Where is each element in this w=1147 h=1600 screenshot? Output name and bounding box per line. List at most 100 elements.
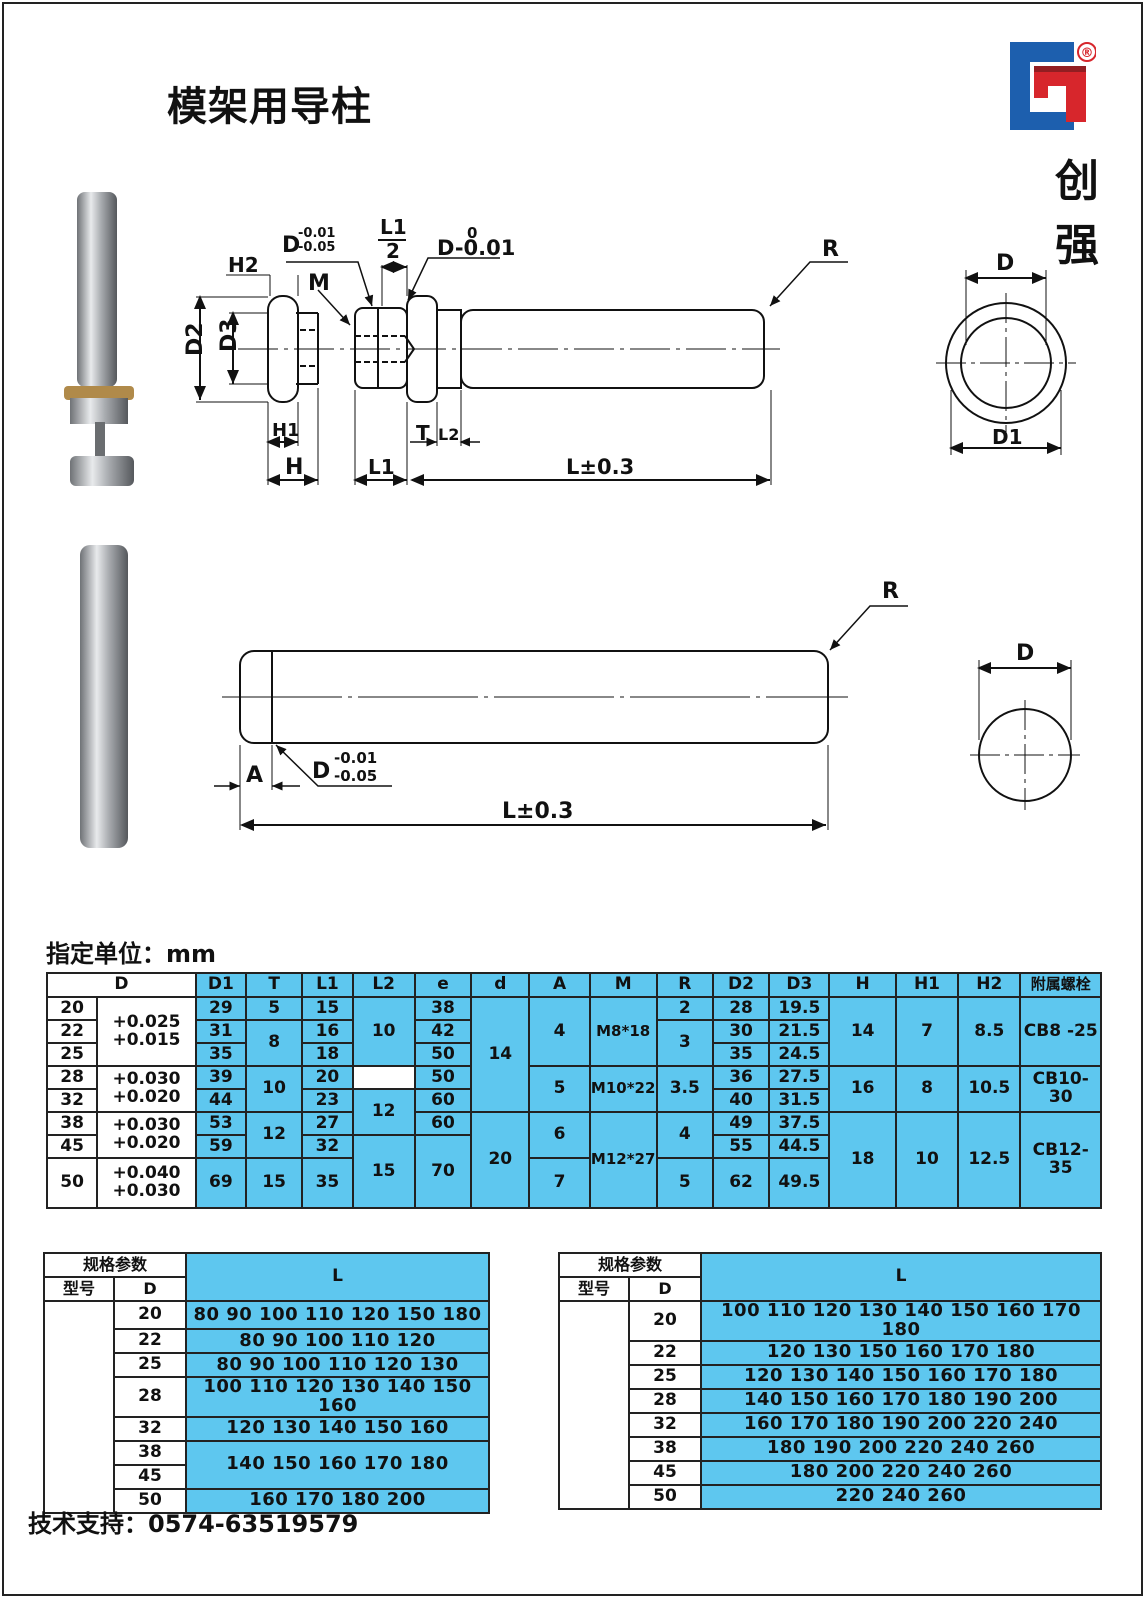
cell-e: 50 — [413, 1065, 473, 1090]
label-d-tol-2-top: -0.01 — [334, 749, 377, 767]
page-title: 模架用导柱 — [167, 84, 372, 130]
cell-e: 42 — [413, 1019, 473, 1044]
cell-h2: 10.5 — [957, 1065, 1022, 1113]
table-row: 20 80 90 100 110 120 150 180 — [43, 1300, 490, 1514]
brand-char-2: 强 — [1055, 220, 1099, 271]
spec-l: 80 90 100 110 120 150 180 — [185, 1300, 490, 1330]
cell-l1: 35 — [301, 1157, 354, 1209]
spec-l: 180 190 200 220 240 260 — [700, 1435, 1102, 1462]
cell-d3: 19.5 — [768, 996, 831, 1021]
col-header-t: T — [244, 972, 304, 998]
spec-d: 45 — [628, 1459, 702, 1486]
spec-col-l: L — [700, 1252, 1102, 1302]
spec-model-cell — [43, 1300, 115, 1514]
label-r-1: R — [822, 237, 839, 262]
cell-d-tol: +0.030+0.020 — [96, 1065, 197, 1113]
cell-h1: 10 — [894, 1111, 960, 1209]
table-row: 20 100 110 120 130 140 150 160 170 180 — [558, 1300, 1102, 1510]
spec-model: 型号 — [558, 1276, 630, 1302]
spec-d: 32 — [628, 1411, 702, 1438]
cell-d3: 49.5 — [768, 1157, 831, 1209]
cell-e: 50 — [413, 1042, 473, 1067]
cell-d3: 44.5 — [768, 1134, 831, 1159]
cell-e: 60 — [413, 1088, 473, 1113]
spec-l: 140 150 160 170 180 — [185, 1439, 490, 1490]
cell-d: 22 — [45, 1019, 99, 1044]
label-d-tol-bottom: -0.05 — [298, 240, 335, 255]
cell-m: M12*27 — [588, 1111, 658, 1209]
cell-d: 32 — [45, 1088, 99, 1113]
col-header-r: R — [655, 972, 714, 998]
col-header-e: e — [413, 972, 473, 998]
cell-d-tol: +0.030+0.020 — [96, 1111, 197, 1159]
cell-h: 14 — [828, 996, 897, 1067]
cell-d3: 31.5 — [768, 1088, 831, 1113]
spec-d: 25 — [628, 1363, 702, 1390]
cell-l1: 18 — [301, 1042, 354, 1067]
spec-d: 28 — [628, 1387, 702, 1414]
cell-t: 15 — [244, 1157, 304, 1209]
spec-l: 120 130 150 160 170 180 — [700, 1339, 1102, 1366]
cell-d1: 39 — [194, 1065, 248, 1090]
cell-d: 50 — [45, 1157, 99, 1209]
table-header-row: D D1 T L1 L2 e d A M R D2 D3 H H1 H2 附属螺… — [46, 972, 1102, 998]
cell-h: 16 — [828, 1065, 897, 1113]
cell-d2: 55 — [711, 1134, 771, 1159]
spec-l: 80 90 100 110 120 130 — [185, 1352, 490, 1378]
cell-m: M8*18 — [588, 996, 658, 1067]
label-d-zero: D-0.01 — [437, 236, 515, 260]
cell-l1: 20 — [301, 1065, 354, 1090]
label-d3: D3 — [217, 318, 242, 352]
cell-d1: 29 — [194, 996, 248, 1021]
label-h2: H2 — [228, 253, 259, 277]
spec-d: 32 — [113, 1415, 187, 1442]
label-d1: D1 — [992, 425, 1023, 449]
label-r-2: R — [882, 579, 899, 604]
cell-d1: 69 — [194, 1157, 248, 1209]
cell-r: 4 — [655, 1111, 714, 1159]
spec-l: 120 130 140 150 160 — [185, 1415, 490, 1442]
cell-d-tol: +0.040+0.030 — [96, 1157, 197, 1209]
cell-t: 12 — [244, 1111, 304, 1159]
guide-pillar-photo-1 — [64, 192, 134, 486]
spec-d: 22 — [628, 1339, 702, 1366]
label-d-tol-2-bottom: -0.05 — [334, 767, 377, 785]
table-row: 45 59 32 15 70 55 44.5 — [45, 1134, 1101, 1209]
spec-l: 180 200 220 240 260 — [700, 1459, 1102, 1486]
spec-l: 140 150 160 170 180 190 200 — [700, 1387, 1102, 1414]
col-header-d1: D1 — [194, 972, 248, 998]
label-h1: H1 — [272, 420, 300, 441]
table-row: 25 35 18 50 35 24.5 — [45, 1042, 1101, 1067]
cell-l2: 10 — [351, 996, 416, 1067]
label-l1-frac-top: L1 — [380, 215, 407, 239]
cell-d2: 49 — [711, 1111, 771, 1136]
col-header-d: D — [46, 972, 197, 998]
cell-a: 5 — [528, 1065, 591, 1113]
cell-a: 6 — [528, 1111, 591, 1159]
spec-d: 20 — [628, 1300, 702, 1342]
cell-d: 45 — [45, 1134, 99, 1159]
cell-d3: 27.5 — [768, 1065, 831, 1090]
cell-l2: 12 — [351, 1088, 416, 1136]
col-header-d2: D2 — [711, 972, 771, 998]
cell-d3: 24.5 — [768, 1042, 831, 1067]
cell-d2: 62 — [711, 1157, 771, 1209]
brand-char-1: 创 — [1055, 156, 1099, 207]
cell-m: M10*22 — [588, 1065, 658, 1113]
unit-label: 指定单位：mm — [46, 940, 217, 968]
cell-d1: 53 — [194, 1111, 248, 1136]
cell-d3: 37.5 — [768, 1111, 831, 1136]
cell-l2: 15 — [351, 1134, 416, 1209]
col-header-h: H — [828, 972, 897, 998]
brand-name: 创 强 — [1047, 150, 1107, 278]
spec-d: 22 — [113, 1328, 187, 1354]
spec-col-d: D — [113, 1276, 187, 1302]
col-header-l2: L2 — [351, 972, 416, 998]
label-h: H — [285, 455, 303, 480]
